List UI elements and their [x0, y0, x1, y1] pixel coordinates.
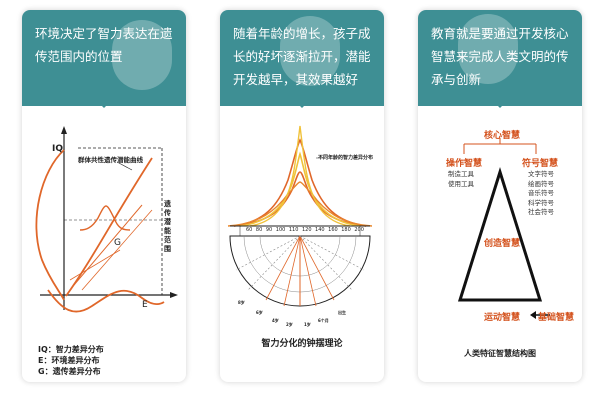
card-title: 随着年龄的增长，孩子成长的好坏逐渐拉开，潜能开发越早，其效果越好 — [233, 26, 371, 87]
age-label: 1岁 — [304, 322, 311, 327]
list-item: 使用工具 — [448, 179, 474, 188]
wisdom-triangle-diagram — [457, 138, 550, 319]
tick-label: 180 — [341, 227, 351, 233]
symbol-wisdom-label: 符号智慧 — [522, 159, 559, 169]
card-header: 教育就是要通过开发核心智慧来完成人类文明的传承与创新 — [418, 10, 582, 106]
motion-wisdom-label: 运动智慧 — [484, 313, 521, 323]
iq-label: IQ — [52, 144, 63, 154]
header-photo — [112, 20, 172, 90]
card-education: 教育就是要通过开发核心智慧来完成人类文明的传承与创新 核心智慧 操作智慧 符号智… — [418, 10, 582, 382]
header-notch — [96, 100, 112, 108]
card-title: 环境决定了智力表达在遗传范围内的位置 — [35, 26, 173, 64]
tick-label: 140 — [315, 227, 325, 233]
header-notch — [294, 100, 310, 108]
operation-list: 制造工具 使用工具 — [448, 170, 474, 189]
list-item: 音乐符号 — [528, 189, 554, 197]
age-label: 4岁 — [272, 318, 279, 323]
core-wisdom-label: 核心智慧 — [484, 131, 521, 141]
e-label: E — [142, 300, 148, 310]
card-body: 不同年龄的智力差异分布 60 80 90 100 110 120 140 160… — [220, 110, 384, 382]
age-label: 出生 — [338, 310, 346, 315]
header-notch — [492, 100, 508, 108]
legend-item: G：遗传差异分布 — [38, 367, 101, 376]
tick-row: 60 80 90 100 110 120 140 160 180 200 — [246, 227, 364, 233]
card-header: 随着年龄的增长，孩子成长的好坏逐渐拉开，潜能开发越早，其效果越好 — [220, 10, 384, 106]
curve-note: 不同年龄的智力差异分布 — [318, 155, 374, 161]
tick-label: 90 — [265, 227, 273, 233]
operation-wisdom-label: 操作智慧 — [446, 159, 483, 169]
range-label: 遗传潜能范围 — [164, 200, 171, 253]
card-title: 教育就是要通过开发核心智慧来完成人类文明的传承与创新 — [431, 26, 569, 87]
tick-label: 80 — [255, 227, 263, 233]
curve-label: 群体共性遗传潜能曲线 — [78, 156, 143, 164]
age-label: 8岁 — [238, 300, 245, 305]
list-item: 制造工具 — [448, 170, 474, 178]
tick-label: 100 — [275, 227, 286, 233]
legend-item: IQ：智力差异分布 — [38, 345, 104, 354]
card-age: 随着年龄的增长，孩子成长的好坏逐渐拉开，潜能开发越早，其效果越好 — [220, 10, 384, 382]
creation-wisdom-label: 创造智慧 — [484, 239, 521, 249]
pendulum-diagram — [227, 125, 373, 307]
genetic-range-diagram — [35, 126, 178, 313]
list-item: 绘画符号 — [528, 179, 554, 188]
age-label: 6岁 — [256, 310, 263, 315]
card-header: 环境决定了智力表达在遗传范围内的位置 — [22, 10, 186, 106]
tick-label: 120 — [301, 227, 312, 233]
header-photo — [458, 14, 518, 84]
card-body: 核心智慧 操作智慧 符号智慧 制造工具 使用工具 文字符号 绘画符号 音乐符号 … — [418, 110, 582, 382]
list-item: 社会符号 — [528, 208, 554, 216]
tick-label: 110 — [288, 227, 299, 233]
list-item: 科学符号 — [528, 198, 554, 207]
g-label: G — [114, 238, 121, 248]
card-environment: 环境决定了智力表达在遗传范围内的位置 IQ — [22, 10, 186, 382]
age-label: 2岁 — [286, 322, 293, 327]
symbol-list: 文字符号 绘画符号 音乐符号 科学符号 社会符号 — [528, 170, 554, 218]
tick-label: 160 — [328, 227, 338, 233]
tick-label: 200 — [354, 227, 364, 233]
card-body: IQ 群体共性遗传潜能曲线 G E 遗传潜能范围 IQ：智力差异分布 E：环境差… — [22, 110, 186, 382]
basic-wisdom-label: 基础智慧 — [538, 313, 575, 323]
legend: IQ：智力差异分布 E：环境差异分布 G：遗传差异分布 — [38, 344, 104, 377]
legend-item: E：环境差异分布 — [38, 356, 100, 365]
age-label: 6个月 — [318, 318, 329, 323]
tick-label: 60 — [246, 227, 253, 233]
caption: 人类特征智慧结构图 — [464, 349, 536, 358]
list-item: 文字符号 — [528, 170, 554, 178]
header-photo — [280, 16, 340, 86]
caption: 智力分化的钟摆理论 — [261, 339, 343, 349]
